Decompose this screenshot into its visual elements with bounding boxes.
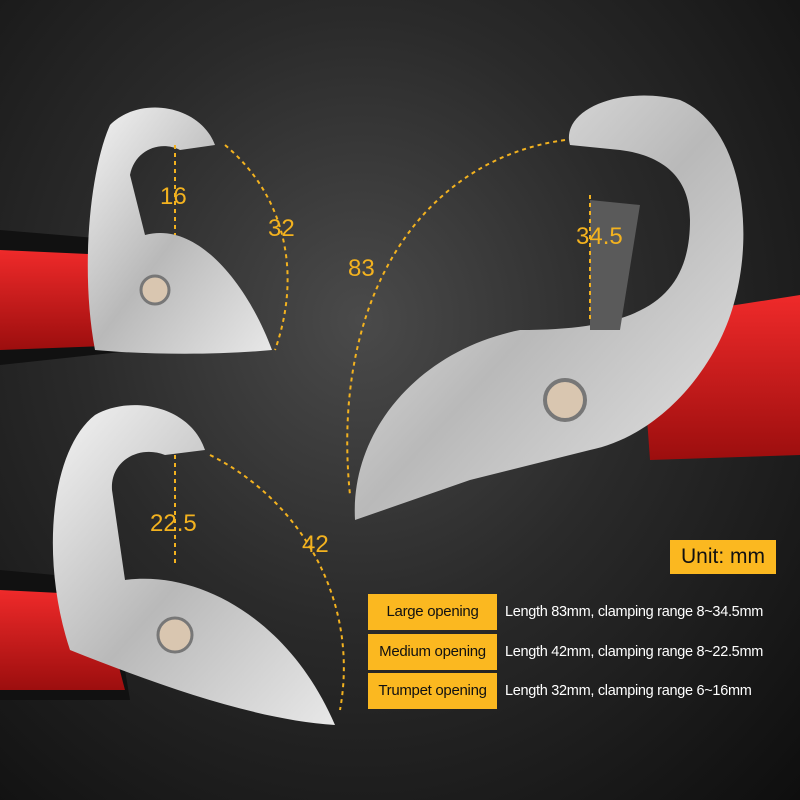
spec-text: Length 32mm, clamping range 6~16mm — [505, 683, 752, 699]
spec-row-medium: Medium opening Length 42mm, clamping ran… — [368, 634, 763, 670]
medium-wrench — [0, 405, 336, 725]
spec-label: Large opening — [368, 594, 497, 630]
dimension-lines — [174, 139, 591, 711]
large-length-dimension: 83 — [348, 255, 375, 282]
spec-text: Length 42mm, clamping range 8~22.5mm — [505, 644, 764, 660]
spec-row-large: Large opening Length 83mm, clamping rang… — [368, 594, 763, 630]
medium-clamp-dimension: 22.5 — [150, 510, 197, 537]
spec-row-trumpet: Trumpet opening Length 32mm, clamping ra… — [368, 673, 752, 709]
spec-text: Length 83mm, clamping range 8~34.5mm — [505, 604, 764, 620]
spec-label: Medium opening — [368, 634, 497, 670]
unit-badge: Unit: mm — [670, 540, 776, 574]
large-clamp-dimension: 34.5 — [576, 223, 623, 250]
small-clamp-dimension: 16 — [160, 183, 187, 210]
small-wrench — [0, 107, 273, 365]
small-length-dimension: 32 — [268, 215, 295, 242]
large-wrench — [354, 95, 800, 520]
spec-label: Trumpet opening — [368, 673, 497, 709]
medium-length-dimension: 42 — [302, 531, 329, 558]
